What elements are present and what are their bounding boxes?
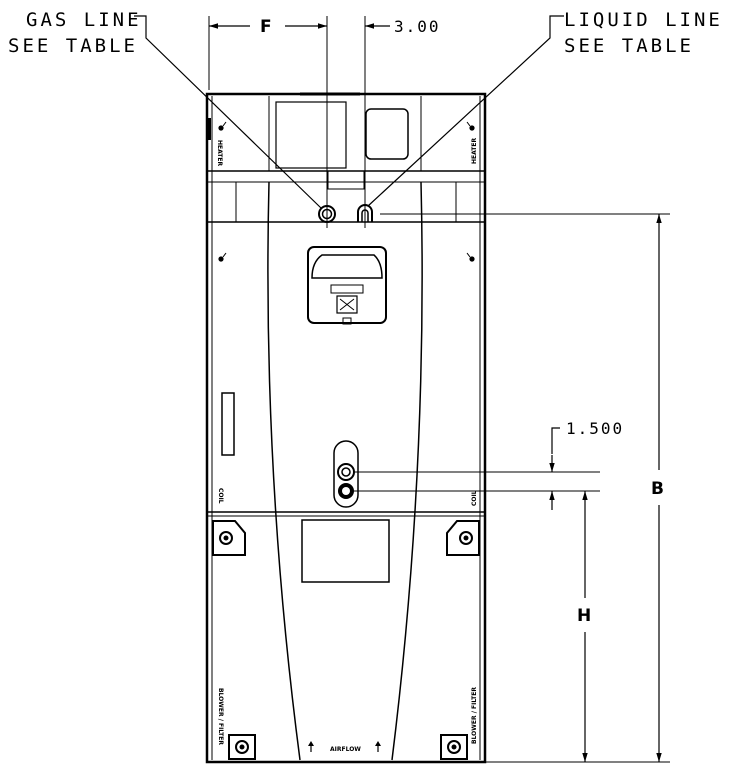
dimension-3-00: 3.00 bbox=[364, 16, 441, 228]
refrigerant-bracket bbox=[327, 170, 365, 190]
dimension-3-00-label: 3.00 bbox=[394, 17, 441, 36]
gas-line-callout: GAS LINE SEE TABLE bbox=[8, 9, 322, 209]
heater-label-right: HEATER bbox=[471, 138, 478, 164]
knockout-block-right bbox=[455, 181, 481, 223]
screw-icon bbox=[218, 252, 227, 262]
heater-section: HEATER HEATER bbox=[207, 101, 481, 223]
bottom-bolt-left bbox=[228, 734, 256, 760]
drain-port-upper bbox=[337, 463, 355, 481]
keypad-icon bbox=[336, 295, 358, 314]
blower-label-right: BLOWER / FILTER bbox=[471, 687, 478, 744]
cabinet-outline bbox=[205, 92, 487, 764]
drain-port-lower bbox=[338, 483, 354, 499]
gas-line-see-table: SEE TABLE bbox=[8, 35, 138, 57]
bracket-left bbox=[212, 520, 246, 556]
screw-icon bbox=[218, 121, 227, 131]
drain-fitting-group bbox=[333, 440, 359, 508]
coil-label-right: COIL bbox=[471, 490, 478, 506]
dimension-1-500: 1.500 bbox=[354, 419, 624, 510]
blower-label-left: BLOWER / FILTER bbox=[217, 688, 224, 745]
door-left-curve bbox=[267, 181, 301, 761]
dimension-b-label: B bbox=[651, 479, 664, 499]
screw-icon bbox=[466, 252, 475, 262]
dimension-f-label: F bbox=[260, 17, 272, 37]
dimension-h-label: H bbox=[577, 606, 591, 626]
cabinet bbox=[205, 92, 487, 764]
bottom-bolt-right bbox=[440, 734, 468, 760]
heater-cutout-large bbox=[275, 101, 347, 169]
bracket-right bbox=[446, 520, 480, 556]
bracket-bolt-icon bbox=[459, 531, 473, 545]
coil-access-slot bbox=[221, 392, 235, 456]
screw-icon bbox=[466, 121, 475, 131]
airflow-label: AIRFLOW bbox=[330, 746, 361, 753]
dimension-f: F bbox=[208, 16, 328, 228]
airflow-arrow-icon bbox=[375, 741, 381, 752]
liquid-line-see-table: SEE TABLE bbox=[564, 35, 694, 57]
left-hinge bbox=[207, 118, 211, 140]
dimension-h: H bbox=[354, 490, 600, 762]
knockout-block-left bbox=[211, 181, 237, 223]
coil-section: COIL COIL bbox=[217, 246, 478, 508]
bracket-bolt-icon bbox=[219, 531, 233, 545]
blower-section: BLOWER / FILTER BLOWER / FILTER AIRFLOW bbox=[212, 519, 480, 760]
gas-line-text: GAS LINE bbox=[26, 9, 142, 31]
heater-cutout-small bbox=[365, 108, 409, 160]
coil-label-left: COIL bbox=[217, 488, 224, 504]
door-right-curve bbox=[391, 181, 423, 761]
heater-label-left: HEATER bbox=[216, 140, 223, 166]
dimension-1-500-label: 1.500 bbox=[566, 419, 624, 438]
dimension-b: B bbox=[380, 213, 670, 763]
liquid-line-text: LIQUID LINE bbox=[564, 9, 723, 31]
control-display bbox=[307, 246, 387, 325]
blower-access-panel bbox=[301, 519, 390, 583]
airflow-arrow-icon bbox=[308, 741, 314, 752]
liquid-line-callout: LIQUID LINE SEE TABLE bbox=[367, 9, 723, 207]
